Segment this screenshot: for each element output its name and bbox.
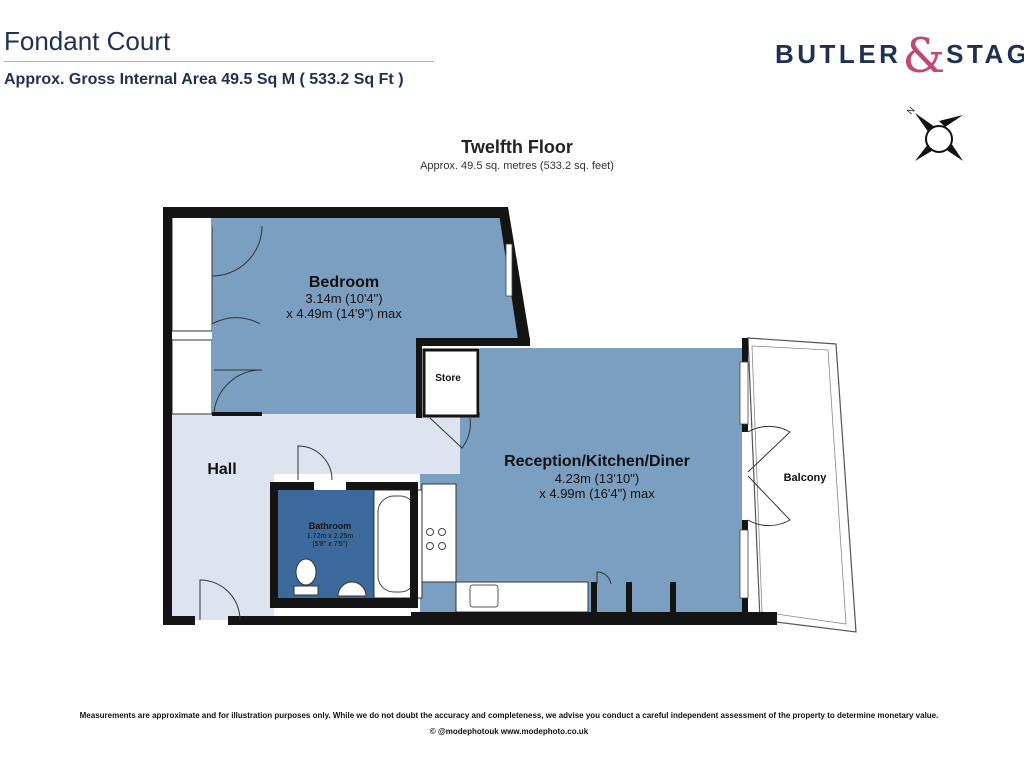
wall xyxy=(410,482,418,608)
hob-ring xyxy=(438,528,446,536)
bathroom-area xyxy=(278,490,374,598)
toilet-cistern xyxy=(293,585,319,596)
wall xyxy=(742,424,748,432)
entrance-door-swing xyxy=(199,579,241,621)
brand-word-left: BUTLER xyxy=(775,38,902,69)
property-title: Fondant Court xyxy=(4,26,171,56)
title-underline xyxy=(4,61,434,62)
kitchen-sink xyxy=(469,584,499,608)
window xyxy=(739,361,749,425)
compass-ring xyxy=(925,125,953,153)
wall xyxy=(591,582,597,614)
wall xyxy=(670,582,676,614)
wardrobe-lower xyxy=(171,339,213,415)
wall xyxy=(626,582,632,614)
wall xyxy=(742,598,748,618)
reception-dim1: 4.23m (13'10") xyxy=(555,471,639,486)
balcony-door-swing xyxy=(747,475,791,527)
wall xyxy=(270,482,314,490)
wall xyxy=(212,412,262,416)
reception-dim2: x 4.99m (16'4") max xyxy=(539,486,655,501)
reception-label: Reception/Kitchen/Diner xyxy=(504,453,690,470)
balcony-label: Balcony xyxy=(784,472,828,484)
wall xyxy=(163,207,508,218)
balcony-door-swing xyxy=(747,425,791,473)
bathroom-basin xyxy=(337,581,367,597)
window xyxy=(739,529,749,599)
bathroom-door-swing xyxy=(297,445,333,481)
compass-point-ne xyxy=(939,115,963,127)
wall xyxy=(416,338,422,418)
hob-ring xyxy=(426,528,434,536)
bathroom-dim2: (5'8" x 7'5") xyxy=(312,541,347,548)
compass-icon: N xyxy=(905,105,963,161)
store-door-swing xyxy=(429,417,471,449)
wardrobe-door-swing xyxy=(211,225,263,277)
wall xyxy=(498,207,530,340)
hall-area xyxy=(172,412,420,620)
wall xyxy=(742,520,748,530)
hob-ring xyxy=(426,542,434,550)
hob-ring xyxy=(438,542,446,550)
hall-label: Hall xyxy=(207,461,236,478)
bedroom-dim1: 3.14m (10'4") xyxy=(305,291,382,306)
store-label: Store xyxy=(435,373,461,384)
wall xyxy=(742,338,748,362)
bedroom-dim2: x 4.49m (14'9") max xyxy=(286,306,402,321)
footer-credit: © @modephotouk www.modephoto.co.uk xyxy=(429,727,589,736)
hall-corridor xyxy=(420,412,460,474)
footer-disclaimer: Measurements are approximate and for ill… xyxy=(79,711,939,720)
brand-ampersand: & xyxy=(902,28,946,84)
floor-area: Approx. 49.5 sq. metres (533.2 sq. feet) xyxy=(420,160,614,172)
wardrobe-upper xyxy=(171,215,213,332)
brand-logo: BUTLER & STAG xyxy=(775,28,1024,84)
gross-internal-area: Approx. Gross Internal Area 49.5 Sq M ( … xyxy=(4,71,404,88)
store-area xyxy=(422,348,480,418)
compass-north-label: N xyxy=(905,105,917,116)
wall xyxy=(228,616,411,625)
wall xyxy=(416,338,530,346)
brand-word-right: STAG xyxy=(946,38,1024,69)
floor-name: Twelfth Floor xyxy=(461,137,573,157)
bedroom-label: Bedroom xyxy=(309,274,379,291)
wall xyxy=(270,482,278,608)
wardrobe-door-swing xyxy=(211,276,261,325)
reception-area xyxy=(420,348,742,612)
wall xyxy=(346,482,416,490)
bathroom-dim1: 1.72m x 2.25m xyxy=(307,533,353,540)
compass-point-nw xyxy=(915,113,935,133)
bedroom-door-swing xyxy=(213,369,263,413)
wall xyxy=(411,612,777,625)
wall xyxy=(163,207,172,625)
window xyxy=(505,243,513,297)
wall xyxy=(163,616,195,625)
bathroom-label: Bathroom xyxy=(309,521,352,531)
bedroom-area xyxy=(212,218,518,414)
balcony-inner xyxy=(751,345,847,625)
toilet xyxy=(295,558,317,586)
balcony-area xyxy=(747,337,857,633)
cupboard-door-swing xyxy=(596,571,612,585)
wall xyxy=(274,598,412,608)
